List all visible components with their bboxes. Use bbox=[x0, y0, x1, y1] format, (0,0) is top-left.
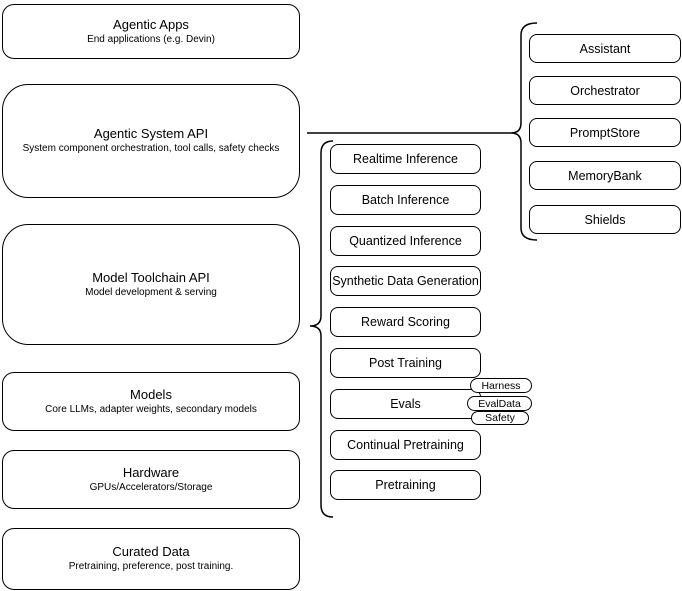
node-evals: Evals bbox=[330, 389, 481, 419]
node-batch-inference: Batch Inference bbox=[330, 185, 481, 215]
node-continual-pretraining: Continual Pretraining bbox=[330, 430, 481, 460]
node-synthetic-data-generation: Synthetic Data Generation bbox=[330, 266, 481, 296]
tag-evaldata: EvalData bbox=[467, 396, 532, 411]
node-post-training: Post Training bbox=[330, 348, 481, 378]
node-reward-scoring: Reward Scoring bbox=[330, 307, 481, 337]
node-label: PromptStore bbox=[569, 125, 641, 140]
node-promptstore: PromptStore bbox=[529, 118, 681, 147]
node-label: Realtime Inference bbox=[353, 152, 458, 166]
tag-safety: Safety bbox=[471, 411, 529, 425]
node-label: Synthetic Data Generation bbox=[332, 274, 479, 288]
node-label: Orchestrator bbox=[570, 83, 640, 98]
box-title: Agentic System API bbox=[93, 126, 209, 141]
box-title: Model Toolchain API bbox=[92, 269, 210, 285]
box-agentic-system-api: Agentic System API System component orch… bbox=[2, 84, 300, 198]
box-model-toolchain-api: Model Toolchain API Model development & … bbox=[2, 224, 300, 345]
node-quantized-inference: Quantized Inference bbox=[330, 226, 481, 256]
node-label: Quantized Inference bbox=[349, 234, 462, 248]
box-models: Models Core LLMs, adapter weights, secon… bbox=[2, 372, 300, 431]
node-label: Pretraining bbox=[375, 478, 436, 492]
node-label: Shields bbox=[584, 212, 626, 227]
node-realtime-inference: Realtime Inference bbox=[330, 144, 481, 174]
node-label: Reward Scoring bbox=[361, 315, 450, 329]
box-subtitle: System component orchestration, tool cal… bbox=[22, 143, 280, 154]
node-label: MemoryBank bbox=[568, 168, 642, 183]
box-title: Hardware bbox=[122, 464, 180, 480]
node-memorybank: MemoryBank bbox=[529, 161, 681, 190]
tag-label: EvalData bbox=[478, 397, 521, 410]
tag-harness: Harness bbox=[470, 378, 532, 393]
box-title: Models bbox=[130, 386, 172, 402]
node-pretraining: Pretraining bbox=[330, 470, 481, 500]
box-title: Curated Data bbox=[112, 544, 190, 559]
node-label: Assistant bbox=[579, 41, 631, 56]
box-agentic-apps: Agentic Apps End applications (e.g. Devi… bbox=[2, 4, 300, 59]
tag-label: Harness bbox=[481, 379, 521, 392]
node-label: Post Training bbox=[369, 356, 442, 370]
node-label: Evals bbox=[390, 397, 421, 411]
tag-label: Safety bbox=[485, 412, 515, 424]
node-label: Continual Pretraining bbox=[347, 438, 464, 452]
box-subtitle: GPUs/Accelerators/Storage bbox=[89, 481, 213, 493]
box-subtitle: Pretraining, preference, post training. bbox=[68, 561, 234, 572]
box-title: Agentic Apps bbox=[113, 16, 189, 32]
box-curated-data: Curated Data Pretraining, preference, po… bbox=[2, 528, 300, 590]
node-assistant: Assistant bbox=[529, 34, 681, 63]
box-subtitle: End applications (e.g. Devin) bbox=[87, 33, 215, 45]
node-orchestrator: Orchestrator bbox=[529, 76, 681, 105]
box-subtitle: Core LLMs, adapter weights, secondary mo… bbox=[45, 403, 257, 415]
node-shields: Shields bbox=[529, 205, 681, 234]
node-label: Batch Inference bbox=[361, 193, 450, 207]
box-subtitle: Model development & serving bbox=[85, 286, 217, 298]
box-hardware: Hardware GPUs/Accelerators/Storage bbox=[2, 450, 300, 509]
